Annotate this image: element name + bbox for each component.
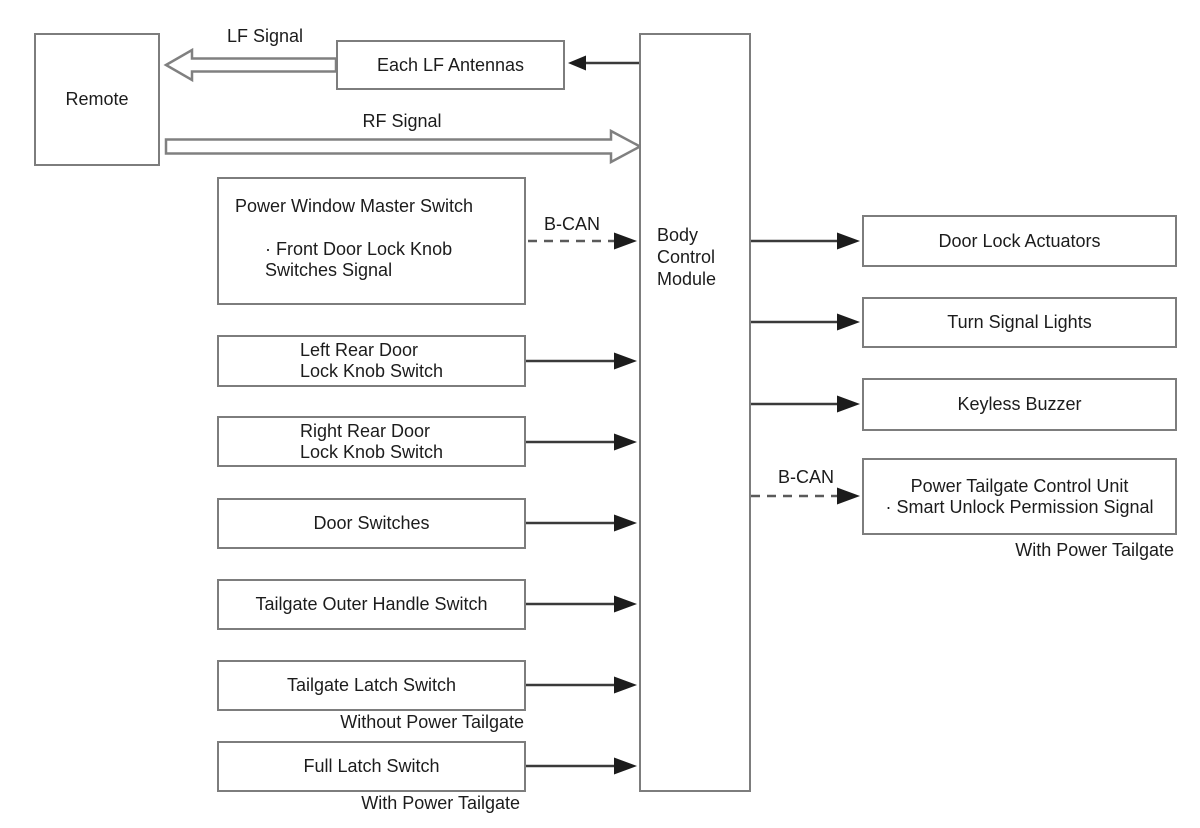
box-each-lf-antennas-label: Each LF Antennas	[376, 54, 525, 75]
box-each-lf-antennas: Each LF Antennas	[336, 40, 565, 90]
arrow-bcm-to-keyless-buzzer	[751, 395, 860, 413]
arrow-bcan-pwms-to-bcm	[528, 232, 637, 250]
box-power-tailgate-control-unit: Power Tailgate Control Unit · Smart Unlo…	[862, 458, 1177, 535]
box-full-latch-switch-label: Full Latch Switch	[303, 756, 440, 776]
box-tailgate-latch-switch-label: Tailgate Latch Switch	[286, 675, 457, 695]
lf-signal-label: LF Signal	[226, 26, 304, 46]
arrow-full-latch-to-bcm	[526, 757, 637, 775]
arrow-tailgate-latch-to-bcm	[526, 676, 637, 694]
box-tailgate-latch-switch: Tailgate Latch Switch	[217, 660, 526, 711]
bcan-label-left: B-CAN	[543, 214, 600, 234]
arrow-door-switches-to-bcm	[526, 514, 637, 532]
arrow-tailgate-outer-handle-to-bcm	[526, 595, 637, 613]
box-tailgate-outer-handle-switch-label: Tailgate Outer Handle Switch	[255, 594, 488, 614]
box-left-rear-door-lock-knob-switch: Left Rear Door Lock Knob Switch	[217, 335, 526, 387]
box-turn-signal-lights-label: Turn Signal Lights	[947, 312, 1092, 332]
caption-with-power-tailgate-left: With Power Tailgate	[361, 793, 520, 813]
box-full-latch-switch: Full Latch Switch	[217, 741, 526, 792]
arrow-bcm-to-turn-signal-lights	[751, 313, 860, 331]
arrow-left-rear-door-to-bcm	[526, 352, 637, 370]
box-remote-label: Remote	[65, 89, 129, 109]
arrow-bcm-to-door-lock-actuators	[751, 232, 860, 250]
box-right-rear-door-lock-knob-switch: Right Rear Door Lock Knob Switch	[217, 416, 526, 467]
rf-signal-arrow	[164, 128, 643, 165]
box-door-switches: Door Switches	[217, 498, 526, 549]
arrow-right-rear-door-to-bcm	[526, 433, 637, 451]
box-left-rear-door-label: Left Rear Door Lock Knob Switch	[299, 340, 444, 381]
box-power-window-master-switch: Power Window Master Switch · Front Door …	[217, 177, 526, 305]
box-body-control-module: Body Control Module	[639, 33, 751, 792]
box-keyless-buzzer: Keyless Buzzer	[862, 378, 1177, 431]
caption-with-power-tailgate-right: With Power Tailgate	[1015, 540, 1174, 560]
box-door-lock-actuators: Door Lock Actuators	[862, 215, 1177, 267]
rf-signal-label: RF Signal	[362, 111, 442, 131]
box-door-lock-actuators-label: Door Lock Actuators	[938, 230, 1101, 251]
arrow-bcm-to-antennas	[568, 55, 639, 71]
box-power-window-master-switch-label: Power Window Master Switch	[235, 196, 474, 216]
box-body-control-module-label: Body Control Module	[657, 225, 717, 289]
box-keyless-buzzer-label: Keyless Buzzer	[957, 394, 1082, 414]
arrow-bcan-bcm-to-ptcu	[751, 487, 860, 505]
box-right-rear-door-label: Right Rear Door Lock Knob Switch	[299, 420, 444, 462]
box-power-tailgate-control-unit-label: Power Tailgate Control Unit · Smart Unlo…	[885, 475, 1154, 517]
box-tailgate-outer-handle-switch: Tailgate Outer Handle Switch	[217, 579, 526, 630]
bcan-label-right: B-CAN	[777, 467, 834, 487]
caption-without-power-tailgate: Without Power Tailgate	[340, 712, 524, 732]
box-door-switches-label: Door Switches	[313, 513, 430, 533]
box-power-window-master-switch-sublabel: · Front Door Lock Knob Switches Signal	[265, 239, 453, 280]
box-remote: Remote	[34, 33, 160, 166]
lf-signal-arrow	[163, 47, 338, 83]
box-turn-signal-lights: Turn Signal Lights	[862, 297, 1177, 348]
